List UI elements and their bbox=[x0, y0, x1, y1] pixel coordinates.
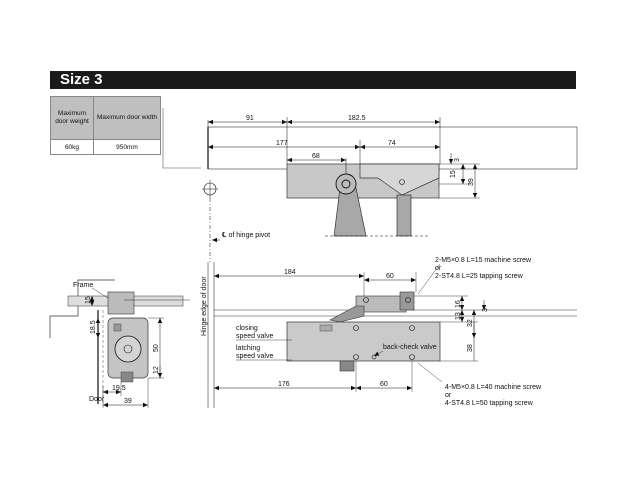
dim-91: 91 bbox=[246, 115, 254, 122]
spec-table: Maximum door weight Maximum door width 6… bbox=[50, 96, 161, 155]
front-view: Hinge edge of door 184 60 176 60 bbox=[201, 257, 577, 408]
screw-bottom-line3: 4-ST4.8 L=50 tapping screw bbox=[445, 400, 534, 407]
dim-15-top: 15 bbox=[450, 170, 457, 178]
dim-19-5: 19.5 bbox=[112, 385, 126, 392]
screw-bottom-line1: 4-M5×0.8 L=40 machine screw bbox=[445, 384, 542, 391]
hinge-edge-label: Hinge edge of door bbox=[201, 276, 208, 336]
value-max-weight: 60kg bbox=[50, 139, 94, 155]
screw-bottom-line2: or bbox=[445, 392, 452, 399]
dim-13: 13 bbox=[455, 312, 462, 320]
dim-38: 38 bbox=[467, 344, 474, 352]
frame-label: Frame bbox=[73, 282, 93, 289]
dim-18-5: 18.5 bbox=[90, 320, 97, 334]
dim-39-side: 39 bbox=[124, 398, 132, 405]
closing-valve-line2: speed valve bbox=[236, 333, 273, 340]
back-check-label: back-check valve bbox=[383, 344, 437, 351]
top-pinion-circle bbox=[335, 173, 357, 195]
front-closer-body bbox=[286, 321, 441, 362]
screw-top-line2: or bbox=[435, 265, 442, 272]
dim-60-top: 60 bbox=[386, 273, 394, 280]
value-max-width: 950mm bbox=[93, 139, 161, 155]
dim-3-top: 3 bbox=[454, 158, 461, 162]
side-view: Frame Door 15 18.5 50 12 19.5 39 bbox=[49, 279, 190, 408]
screw-top-line3: 2-ST4.8 L=25 tapping screw bbox=[435, 273, 524, 280]
dim-50: 50 bbox=[153, 344, 160, 352]
screw-top-line1: 2-M5×0.8 L=15 machine screw bbox=[435, 257, 532, 264]
top-view: ℄ of hinge pivot 91 182.5 177 74 68 15 3… bbox=[162, 108, 578, 262]
dim-176: 176 bbox=[278, 381, 290, 388]
dim-32: 32 bbox=[467, 319, 474, 327]
dim-182-5: 182.5 bbox=[348, 115, 366, 122]
header-max-weight: Maximum door weight bbox=[50, 96, 94, 140]
latching-valve-line1: latching bbox=[236, 345, 260, 352]
dim-15-side: 15 bbox=[85, 296, 92, 304]
hinge-pivot-label: ℄ of hinge pivot bbox=[221, 232, 270, 239]
section-title: Size 3 bbox=[60, 71, 103, 88]
dim-16: 16 bbox=[455, 300, 462, 308]
header-max-width: Maximum door width bbox=[93, 96, 161, 140]
dim-74: 74 bbox=[388, 140, 396, 147]
top-track-outline bbox=[207, 126, 578, 170]
dim-39-top: 39 bbox=[468, 178, 475, 186]
dim-68: 68 bbox=[312, 153, 320, 160]
dim-184: 184 bbox=[284, 269, 296, 276]
latching-valve-line2: speed valve bbox=[236, 353, 273, 360]
dim-177: 177 bbox=[276, 140, 288, 147]
dim-60-bottom: 60 bbox=[380, 381, 388, 388]
closing-valve-line1: closing bbox=[236, 325, 258, 332]
dim-3-front: 3 bbox=[482, 308, 489, 312]
dim-12: 12 bbox=[153, 366, 160, 374]
section-header: Size 3 bbox=[50, 71, 576, 89]
door-label: Door bbox=[89, 396, 105, 403]
